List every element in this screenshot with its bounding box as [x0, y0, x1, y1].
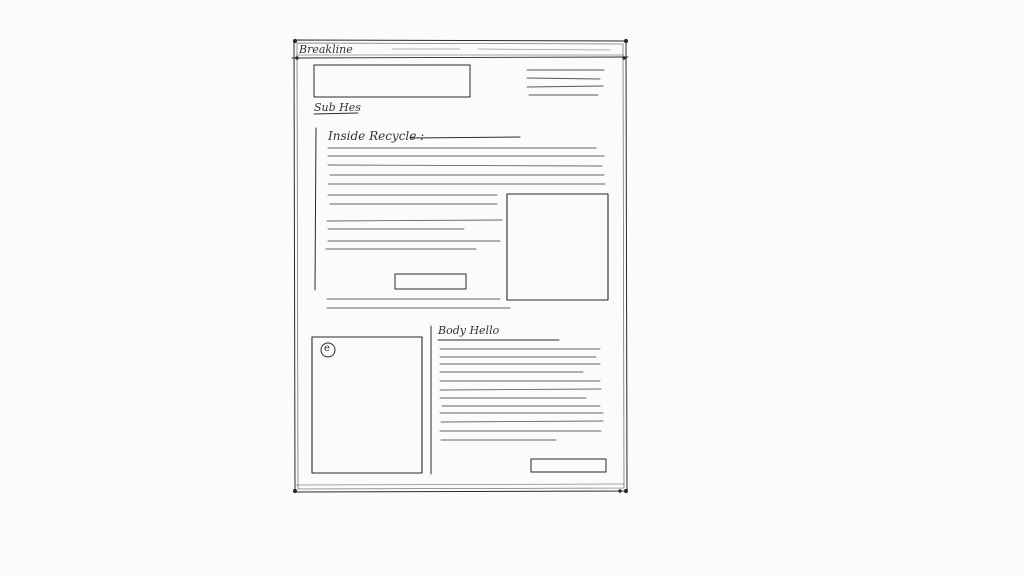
section-label: Sub Hes — [314, 101, 361, 114]
article-image-placeholder — [506, 193, 609, 301]
read-more-button[interactable] — [394, 273, 467, 290]
nav-link-lines — [526, 69, 605, 96]
photo-card-placeholder — [311, 336, 423, 474]
page-header-label: Breakline — [299, 43, 353, 56]
heading-rule — [409, 136, 521, 139]
page-frame — [291, 38, 629, 494]
article-text-lines — [325, 147, 606, 250]
secondary-action-button[interactable] — [530, 458, 607, 473]
photo-badge-letter: e — [324, 343, 330, 354]
article-heading: Inside Recycle : — [328, 129, 425, 143]
header-rule — [391, 48, 611, 51]
article-left-rule — [314, 127, 317, 291]
logo-placeholder-box — [313, 64, 471, 98]
section-divider — [326, 298, 511, 309]
section-label-underline — [313, 112, 359, 115]
photo-badge-circle — [320, 342, 336, 358]
second-text-lines — [439, 348, 604, 441]
second-heading: Body Hello — [438, 324, 500, 337]
